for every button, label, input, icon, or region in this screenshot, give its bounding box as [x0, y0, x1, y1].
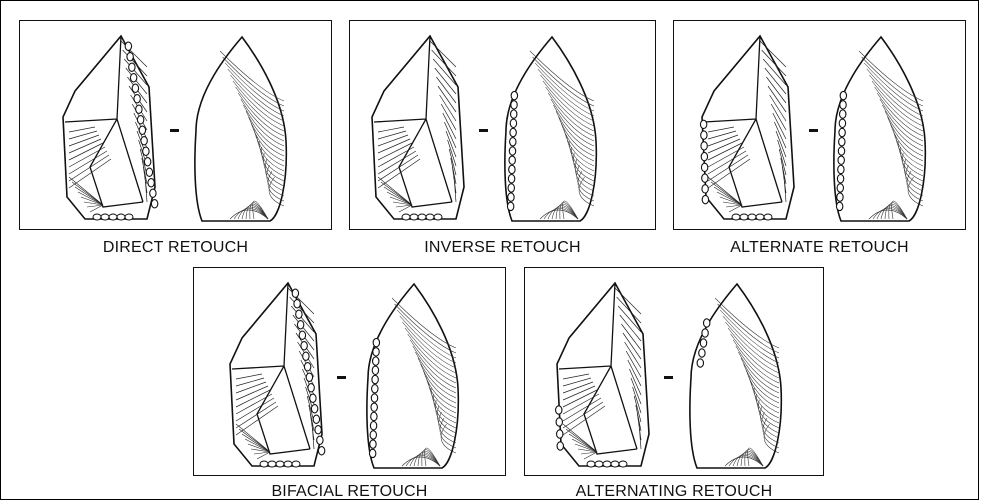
flint-point-illustration — [350, 21, 655, 229]
caption-alternating-retouch: ALTERNATING RETOUCH — [524, 483, 824, 501]
panel-alternate-retouch — [673, 20, 966, 230]
panel-inverse-retouch — [349, 20, 656, 230]
caption-bifacial-retouch: BIFACIAL RETOUCH — [193, 483, 506, 501]
caption-alternate-retouch: ALTERNATE RETOUCH — [673, 239, 966, 257]
flint-point-illustration — [525, 268, 823, 475]
flint-point-illustration — [194, 268, 505, 475]
panel-bifacial-retouch — [193, 267, 506, 476]
flint-point-illustration — [20, 21, 331, 229]
panel-alternating-retouch — [524, 267, 824, 476]
caption-direct-retouch: DIRECT RETOUCH — [19, 239, 332, 257]
panel-direct-retouch — [19, 20, 332, 230]
flint-point-illustration — [674, 21, 965, 229]
caption-inverse-retouch: INVERSE RETOUCH — [349, 239, 656, 257]
